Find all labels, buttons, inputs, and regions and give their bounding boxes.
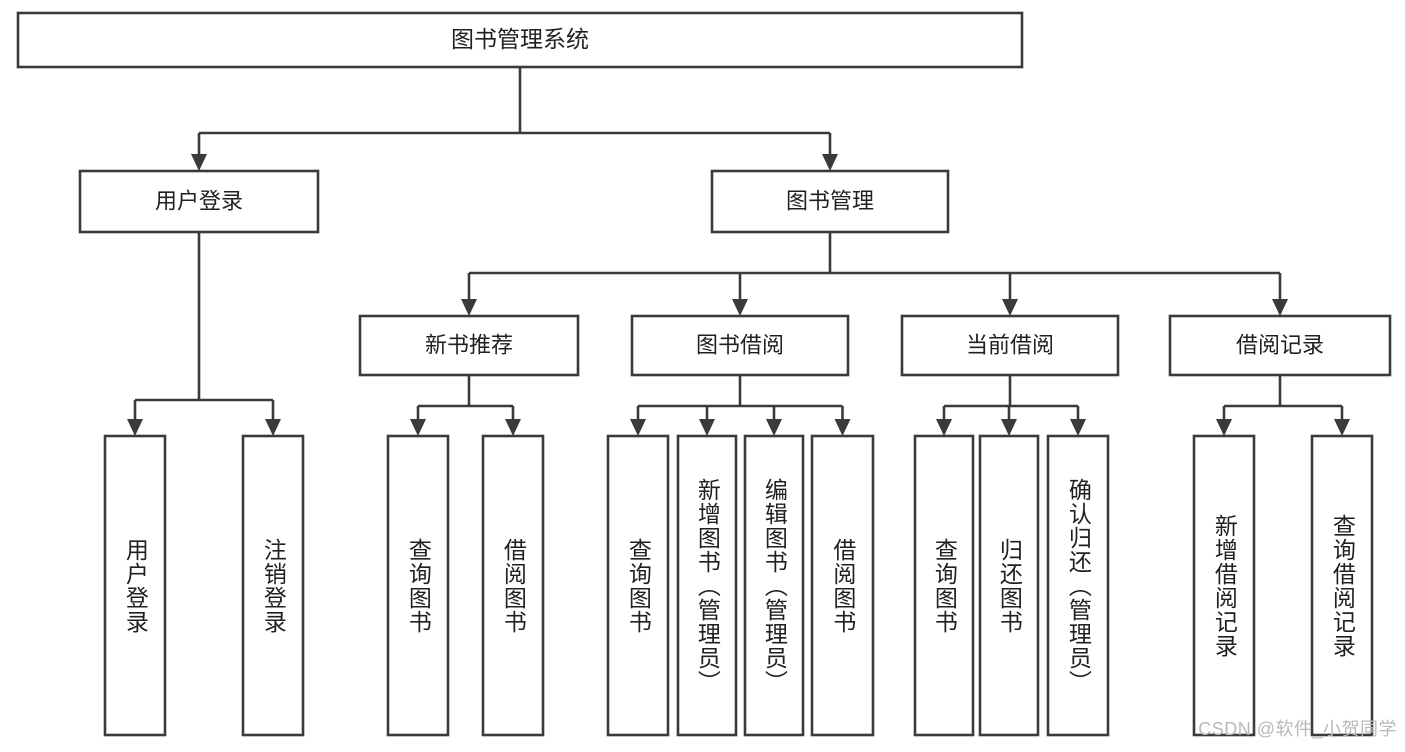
arrow-head-book-management [822,154,838,171]
arrow-head-leaf-logout [265,419,281,436]
node-box-leaf-query-borrow-record[interactable] [1310,434,1374,737]
arrow-head-leaf-query-book-borrow [630,419,646,436]
node-box-leaf-query-book-current[interactable] [913,434,975,737]
node-box-leaf-query-book-recommend[interactable] [386,434,450,737]
arrow-head-leaf-borrow-book-recommend [505,419,521,436]
node-box-borrow-record[interactable] [1168,314,1392,377]
node-box-user-login[interactable] [78,169,320,234]
arrow-head-current-borrow [1002,299,1018,316]
node-box-leaf-borrow-book[interactable] [810,434,875,737]
node-box-leaf-return-book[interactable] [978,434,1040,737]
arrow-head-book-borrow [732,299,748,316]
node-box-leaf-user-login[interactable] [103,434,167,737]
node-label-root: 图书管理系统 [451,26,589,52]
node-box-book-management[interactable] [710,169,950,234]
node-label-book-management: 图书管理 [786,188,874,213]
node-label-new-book-recommend: 新书推荐 [425,332,513,357]
node-box-leaf-add-book[interactable] [676,434,738,737]
node-box-new-book-recommend[interactable] [358,314,580,377]
node-box-leaf-add-borrow-record[interactable] [1192,434,1256,737]
arrow-head-borrow-record [1272,299,1288,316]
connectors-layer [127,67,1350,436]
arrow-head-leaf-query-borrow-record [1334,419,1350,436]
arrow-head-leaf-user-login [127,419,143,436]
arrow-head-user-login [191,154,207,171]
arrow-head-leaf-confirm-return [1070,419,1086,436]
arrow-head-new-book-recommend [461,299,477,316]
node-label-borrow-record: 借阅记录 [1236,332,1324,357]
node-box-book-borrow[interactable] [630,314,850,377]
arrow-head-leaf-add-book [699,419,715,436]
arrow-head-leaf-query-book-recommend [410,419,426,436]
node-box-leaf-logout[interactable] [241,434,305,737]
node-label-book-borrow: 图书借阅 [696,332,784,357]
watermark-text: CSDN @软件_小贺同学 [1198,719,1397,739]
arrow-head-leaf-borrow-book [834,419,851,436]
node-box-current-borrow[interactable] [900,314,1120,377]
node-label-user-login: 用户登录 [155,188,243,213]
node-box-leaf-edit-book[interactable] [743,434,805,737]
arrow-head-leaf-add-borrow-record [1216,419,1232,436]
node-box-leaf-query-book-borrow[interactable] [606,434,670,737]
arrow-head-leaf-query-book-current [936,419,952,436]
arrow-head-leaf-edit-book [766,419,782,436]
arrow-head-leaf-return-book [1001,419,1017,436]
node-box-leaf-borrow-book-recommend[interactable] [481,434,545,737]
node-box-leaf-confirm-return[interactable] [1046,434,1110,737]
node-box-root[interactable] [16,11,1024,69]
node-label-current-borrow: 当前借阅 [966,332,1054,357]
